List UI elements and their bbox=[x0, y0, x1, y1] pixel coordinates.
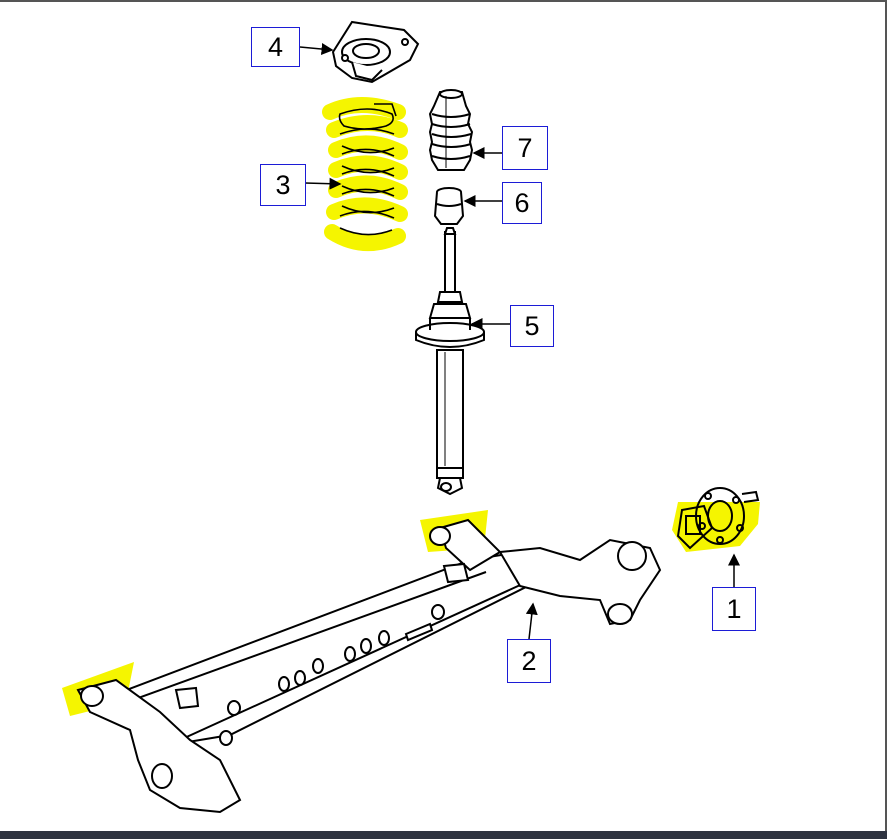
window-right-border bbox=[885, 0, 887, 839]
rear-axle-beam bbox=[62, 510, 662, 814]
shock-absorber bbox=[415, 227, 485, 496]
callout-7: 7 bbox=[502, 126, 548, 170]
dust-boot bbox=[428, 89, 474, 171]
upper-strut-mount bbox=[331, 20, 420, 84]
callout-4: 4 bbox=[251, 27, 300, 67]
hub-bearing bbox=[672, 487, 760, 552]
callout-4-label: 4 bbox=[267, 31, 284, 62]
window-bottom-bar bbox=[0, 831, 887, 839]
leader-lines bbox=[299, 43, 740, 640]
coil-spring bbox=[322, 97, 408, 252]
callout-3-label: 3 bbox=[275, 169, 291, 200]
callout-5-label: 5 bbox=[524, 310, 540, 341]
callout-6: 6 bbox=[502, 182, 542, 224]
callout-2-label: 2 bbox=[521, 645, 537, 676]
callout-6-label: 6 bbox=[514, 187, 530, 218]
callout-2: 2 bbox=[507, 639, 551, 683]
callout-5: 5 bbox=[510, 305, 554, 347]
callout-3: 3 bbox=[260, 164, 306, 206]
bump-stop bbox=[433, 187, 465, 225]
callout-7-label: 7 bbox=[517, 132, 533, 163]
callout-1: 1 bbox=[712, 587, 756, 631]
window-top-border bbox=[0, 0, 887, 2]
callout-1-label: 1 bbox=[726, 593, 742, 624]
